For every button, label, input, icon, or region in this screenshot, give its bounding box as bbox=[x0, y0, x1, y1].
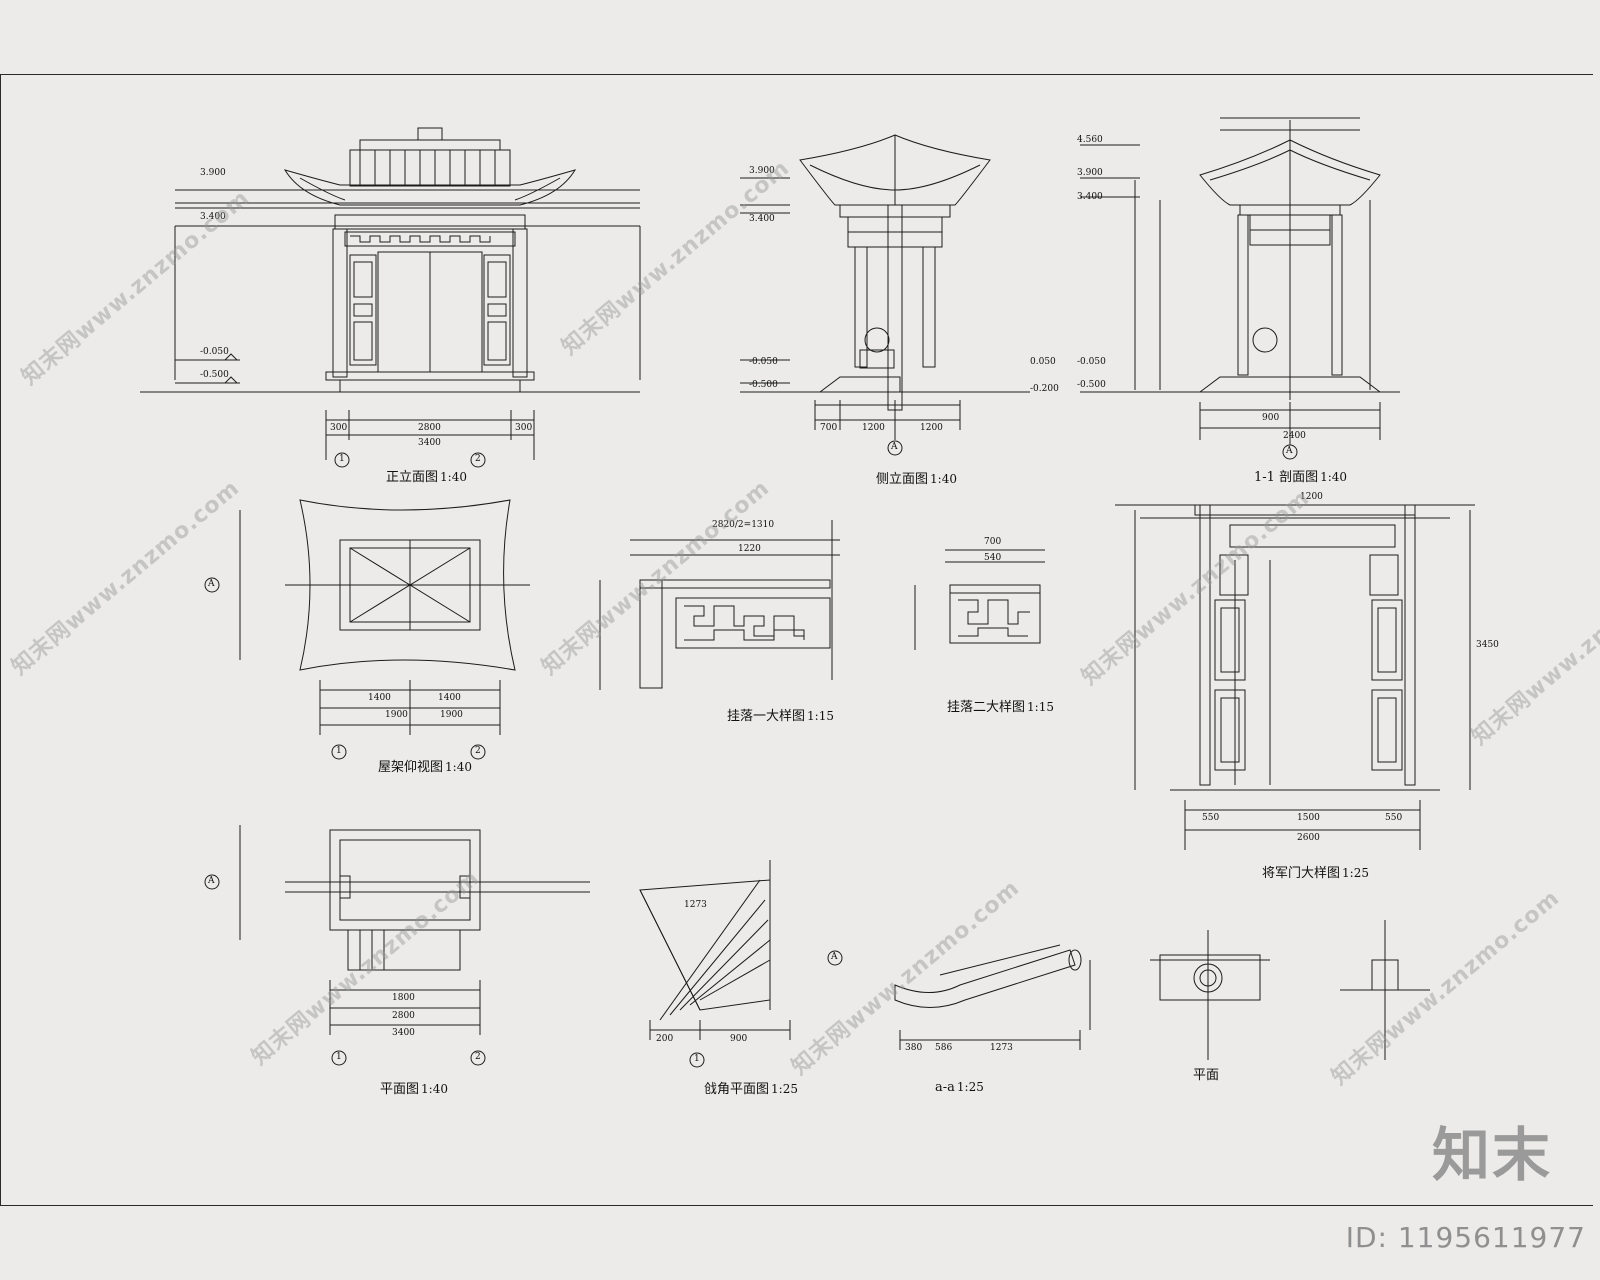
dim-hang1-top: 2820/2=1310 bbox=[712, 520, 775, 530]
plan-detail-small bbox=[1150, 920, 1430, 1060]
corner-plan bbox=[639, 860, 843, 1068]
dim-aa-586: 586 bbox=[935, 1043, 953, 1053]
dim-roof-1400: 1400 bbox=[368, 693, 391, 703]
axis-a-section: A bbox=[1286, 446, 1293, 456]
dim-aa-380: 380 bbox=[905, 1043, 923, 1053]
level-3400-side: 3.400 bbox=[749, 214, 775, 224]
dim-gate-mid: 1500 bbox=[1297, 813, 1320, 823]
brand-logo-text: 知末 bbox=[1431, 1121, 1552, 1189]
axis-2-roof: 2 bbox=[475, 746, 481, 756]
level-3400-front: 3.400 bbox=[200, 212, 226, 222]
level-m050-front: -0.050 bbox=[200, 347, 229, 357]
axis-a-roof: A bbox=[208, 579, 215, 589]
dim-corner-1273: 1273 bbox=[684, 900, 707, 910]
dim-hang2-len: 540 bbox=[984, 553, 1002, 563]
dim-corner-200: 200 bbox=[656, 1034, 674, 1044]
dim-roof-1900-b: 1900 bbox=[440, 710, 463, 720]
section-1-1 bbox=[1080, 117, 1400, 460]
dim-front-side-right: 300 bbox=[515, 423, 533, 433]
dim-gate-side-left: 550 bbox=[1202, 813, 1220, 823]
dim-gate-height: 3450 bbox=[1476, 640, 1499, 650]
level-0050-side: 0.050 bbox=[1030, 357, 1056, 367]
hanging-detail-1 bbox=[599, 520, 840, 690]
dim-hang1-len: 1220 bbox=[738, 544, 761, 554]
dim-section-total: 2400 bbox=[1283, 431, 1306, 441]
dim-plan-1800: 1800 bbox=[392, 993, 415, 1003]
dim-side-b2: 1200 bbox=[920, 423, 943, 433]
level-m500-front: -0.500 bbox=[200, 370, 229, 380]
plan-small-title: 平面 bbox=[1193, 1068, 1220, 1083]
level-m200-side: -0.200 bbox=[1030, 384, 1059, 394]
level-m050-section: -0.050 bbox=[1077, 357, 1106, 367]
axis-1-front: 1 bbox=[339, 454, 345, 464]
dim-front-side-left: 300 bbox=[330, 423, 348, 433]
axis-2-front: 2 bbox=[475, 454, 481, 464]
level-4560-section: 4.560 bbox=[1077, 135, 1103, 145]
hanging-detail-2 bbox=[914, 549, 1045, 650]
front-elevation bbox=[140, 127, 641, 468]
dim-corner-900: 900 bbox=[730, 1034, 748, 1044]
axis-1-plan: 1 bbox=[336, 1052, 342, 1062]
axis-1-roof: 1 bbox=[336, 746, 342, 756]
level-3900-side: 3.900 bbox=[749, 166, 775, 176]
dim-section-mid: 900 bbox=[1262, 413, 1280, 423]
level-m050-side: -0.050 bbox=[749, 357, 778, 367]
axis-1-corner: 1 bbox=[694, 1054, 700, 1064]
floor-plan bbox=[204, 825, 590, 1066]
level-m500-side: -0.500 bbox=[749, 380, 778, 390]
axis-a-plan: A bbox=[208, 876, 215, 886]
axis-a-corner: A bbox=[831, 952, 838, 962]
axis-a-side: A bbox=[891, 442, 898, 452]
dim-gate-side-right: 550 bbox=[1385, 813, 1403, 823]
level-m500-section: -0.500 bbox=[1077, 380, 1106, 390]
level-3900-section: 3.900 bbox=[1077, 168, 1103, 178]
level-3900-front: 3.900 bbox=[200, 168, 226, 178]
side-elevation bbox=[740, 134, 1030, 456]
dim-hang2-top: 700 bbox=[984, 537, 1002, 547]
axis-2-plan: 2 bbox=[475, 1052, 481, 1062]
dim-side-a: 700 bbox=[820, 423, 838, 433]
dim-front-mid: 2800 bbox=[418, 423, 441, 433]
dim-roof-1900: 1900 bbox=[385, 710, 408, 720]
dim-side-b1: 1200 bbox=[862, 423, 885, 433]
dim-aa-1273: 1273 bbox=[990, 1043, 1013, 1053]
gate-detail bbox=[1115, 504, 1475, 850]
roof-plan bbox=[204, 499, 530, 760]
dim-roof-1400-b: 1400 bbox=[438, 693, 461, 703]
dim-gate-top: 1200 bbox=[1300, 492, 1323, 502]
image-id-label: ID: 1195611977 bbox=[1345, 1221, 1586, 1254]
dim-gate-total: 2600 bbox=[1297, 833, 1320, 843]
level-3400-section: 3.400 bbox=[1077, 192, 1103, 202]
drawing-frame bbox=[0, 74, 1593, 1206]
dim-front-total: 3400 bbox=[418, 438, 441, 448]
section-a-a bbox=[894, 944, 1091, 1050]
dim-plan-mid: 2800 bbox=[392, 1011, 415, 1021]
dim-plan-total: 3400 bbox=[392, 1028, 415, 1038]
